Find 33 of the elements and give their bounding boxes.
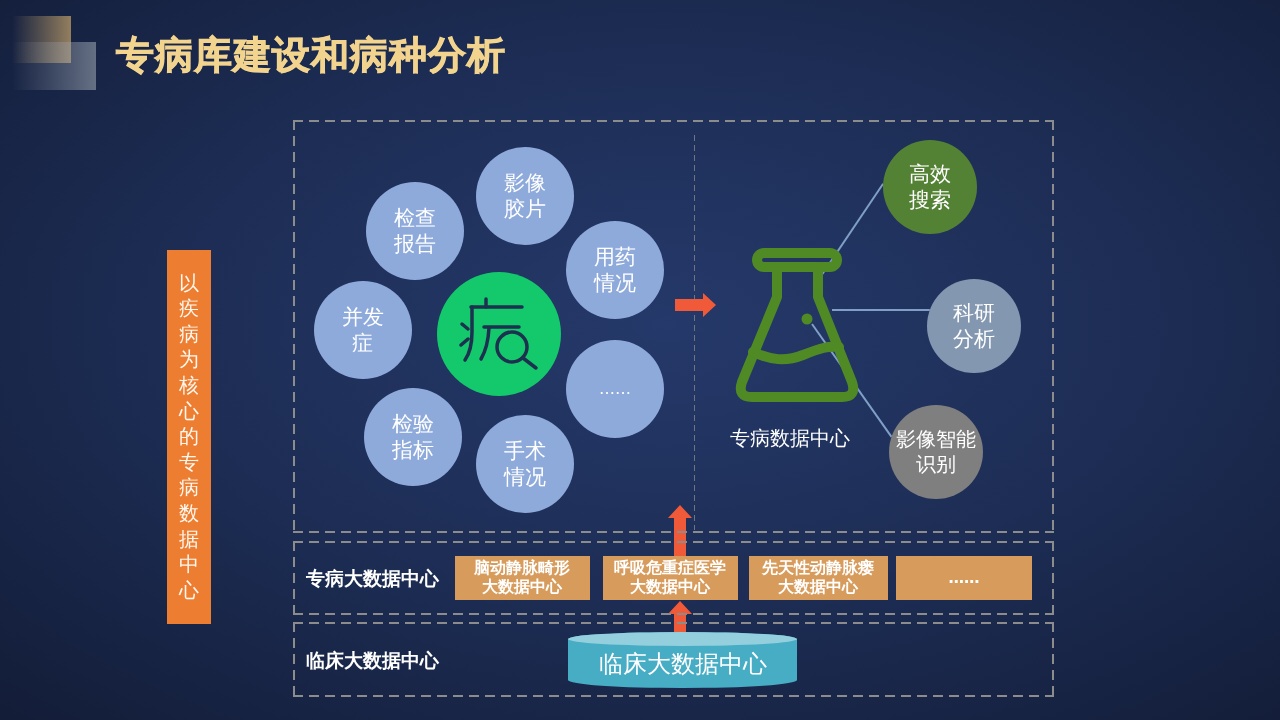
dashed-panel [293,120,1054,533]
tile-label: …… [947,568,981,588]
row-label: 专病大数据中心 [306,566,439,591]
circle-label: 用药情况 [592,243,637,297]
flask-caption: 专病数据中心 [729,426,851,450]
circle-label: 手术情况 [502,437,547,491]
circle-label: …… [598,379,632,399]
dashed-panel [293,622,1054,697]
circle-label: 影像智能识别 [895,427,977,477]
data-center-tile [749,556,888,600]
data-center-tile [603,556,738,600]
connector-line [831,308,931,311]
circle-label: 高效搜索 [908,160,952,214]
banner-text: 以疾病为核心的专病数据中心 [179,270,199,604]
circle-label: 影像胶片 [503,169,547,223]
dashed-panel [293,541,1054,615]
circle-label: 科研分析 [952,299,996,353]
row-label: 临床大数据中心 [306,648,439,672]
circle-label: 检验指标 [391,410,435,464]
circle-label: 并发症 [341,303,385,357]
block-arrow [668,601,692,633]
side-banner [167,250,211,624]
data-center-tile [896,556,1032,600]
tile-label: 脑动静脉畸形大数据中心 [473,559,572,597]
tile-label: 先天性动静脉瘘大数据中心 [761,559,876,597]
data-center-tile [455,556,590,600]
circle-label: 检查报告 [393,204,437,258]
page-title: 专病库建设和病种分析 [116,32,506,79]
cylinder-label: 临床大数据中心 [598,649,767,679]
block-arrow [668,505,692,556]
tile-label: 呼吸危重症医学大数据中心 [613,559,728,597]
database-cylinder [568,632,797,688]
block-arrow [675,293,716,317]
